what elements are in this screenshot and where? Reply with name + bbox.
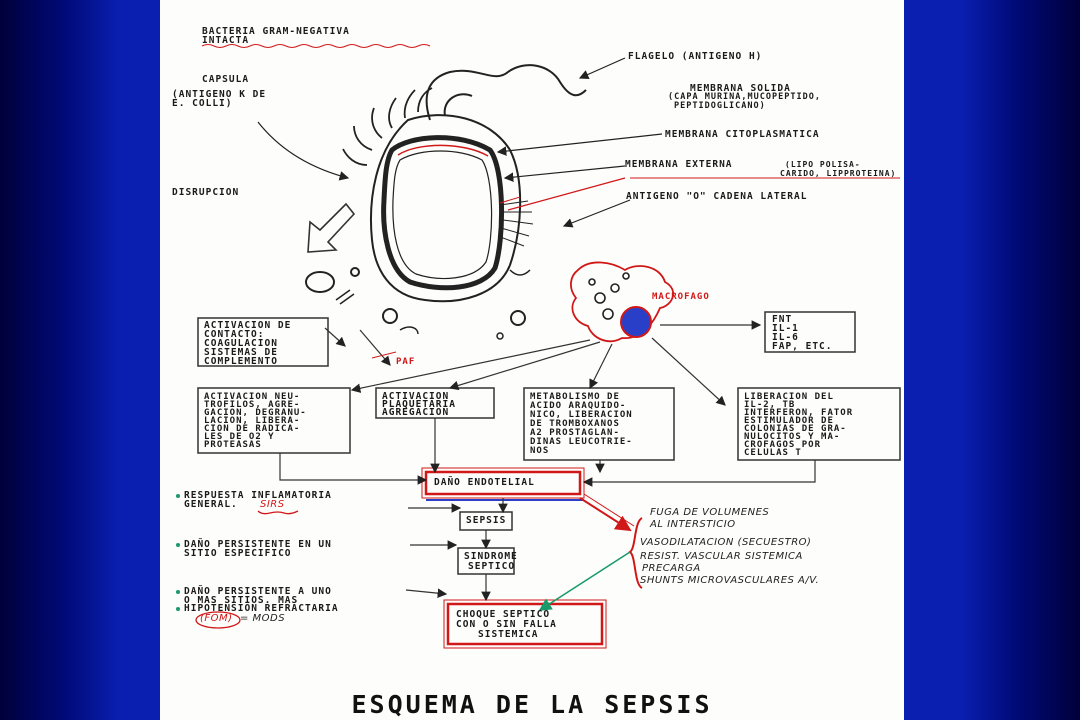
metabolismo-line1: METABOLISMO DE — [530, 392, 620, 402]
neutrofilos-line1: ACTIVACION NEU- — [204, 392, 301, 402]
bullet-dot — [176, 543, 180, 547]
citoquinas-line4: FAP, ETC. — [772, 341, 833, 352]
bacteria-header-line2: INTACTA — [202, 35, 250, 46]
disrupcion-label: DISRUPCION — [172, 187, 240, 198]
membrana-citoplasmatica-label: MEMBRANA CITOPLASMATICA — [665, 129, 820, 140]
macrophage-illustration — [570, 261, 675, 343]
neutrofilos-line2: TROFILOS, AGRE- — [204, 400, 301, 410]
liberacion-line7: CROFAGOS POR — [744, 440, 822, 450]
macrofago-label: MACROFAGO — [652, 292, 710, 302]
label-pointers — [257, 57, 900, 228]
neutrofilos-line7: PROTEASAS — [204, 440, 262, 450]
diagram-title: ESQUEMA DE LA SEPSIS — [351, 690, 713, 719]
paf-label: PAF — [396, 357, 416, 367]
metabolismo-line2: ACIDO ARAQUIDO- — [530, 401, 627, 411]
contacto-line2: CONTACTO: — [204, 329, 265, 340]
respuesta-line1: RESPUESTA INFLAMATORIA — [184, 490, 332, 501]
sirs-label: SIRS — [260, 499, 285, 510]
diagram-drawing — [195, 44, 901, 649]
metabolismo-line7: NOS — [530, 446, 550, 456]
right-note-3: VASODILATACION (SECUESTRO) — [640, 537, 812, 548]
capsula-antigen-line2: E. COLLI) — [172, 98, 233, 109]
right-note-5: PRECARGA — [642, 563, 701, 574]
right-note-6: SHUNTS MICROVASCULARES A/V. — [640, 575, 820, 586]
capsula-antigen-line1: (ANTIGENO K DE — [172, 89, 267, 100]
mods-label: = MODS — [240, 613, 286, 624]
membrana-externa-label: MEMBRANA EXTERNA — [625, 159, 733, 170]
hipotension-line: HIPOTENSION REFRACTARIA — [184, 603, 339, 614]
contacto-line4: SISTEMAS DE — [204, 347, 278, 358]
dano-multi-line2: O MAS SITIOS. MAS — [184, 595, 299, 606]
capsula-label: CAPSULA — [202, 74, 250, 85]
box-outlines — [197, 311, 901, 575]
choque-line1: CHOQUE SEPTICO — [456, 609, 551, 620]
flow-arrows — [279, 320, 816, 602]
sindrome-line2: SEPTICO — [468, 561, 516, 572]
membrana-solida-detail-line1: (CAPA MURINA,MUCOPEPTIDO, — [668, 92, 821, 102]
liberacion-line8: CELULAS T — [744, 448, 802, 458]
right-note-4: RESIST. VASCULAR SISTEMICA — [640, 551, 803, 562]
citoquinas-line2: IL-1 — [772, 323, 799, 334]
membrana-externa-detail-line2: CARIDO, LIPPROTEINA) — [780, 169, 897, 178]
liberacion-line2: IL-2, TB — [744, 400, 796, 410]
sindrome-line1: SINDROME — [464, 551, 518, 562]
liberacion-line3: INTERFERON, FATOR — [744, 408, 854, 418]
metabolismo-line4: DE TROMBOXANOS — [530, 419, 620, 429]
liberacion-line5: COLONIAS DE GRA- — [744, 424, 847, 434]
contacto-line5: COMPLEMENTO — [204, 356, 278, 367]
fom-label: (FOM) — [200, 613, 233, 624]
metabolismo-line6: DINAS LEUCOTRIE- — [530, 437, 633, 447]
dano-sitio-line1: DAÑO PERSISTENTE EN UN — [184, 539, 332, 550]
choque-line2: CON O SIN FALLA — [456, 619, 557, 630]
right-note-1: FUGA DE VOLUMENES — [650, 507, 770, 518]
diagram-sheet: BACTERIA GRAM-NEGATIVA INTACTA CAPSULA (… — [160, 0, 904, 720]
membrana-externa-detail-line1: (LIPO POLISA- — [785, 160, 861, 169]
membrana-solida-detail-line2: PEPTIDOGLICANO) — [674, 101, 766, 111]
neutrofilos-line5: CION DE RADICA- — [204, 424, 301, 434]
respuesta-line2: GENERAL. — [184, 499, 238, 510]
liberacion-line6: NULOCITOS Y MA- — [744, 432, 841, 442]
citoquinas-line3: IL-6 — [772, 332, 799, 343]
choque-line3: SISTEMICA — [478, 629, 539, 640]
membrana-solida-label: MEMBRANA SOLIDA — [690, 83, 791, 94]
dano-sitio-line2: SITIO ESPECIFICO — [184, 548, 292, 559]
flagelo-label: FLAGELO (ANTIGENO H) — [628, 51, 763, 62]
contacto-line1: ACTIVACION DE — [204, 320, 292, 331]
citoquinas-line1: FNT — [772, 314, 793, 325]
neutrofilos-line4: LACION, LIBERA- — [204, 416, 301, 426]
antigeno-o-label: ANTIGENO "O" CADENA LATERAL — [626, 191, 808, 202]
dano-multi-line1: DAÑO PERSISTENTE A UNO — [184, 586, 332, 597]
plaquetaria-line1: ACTIVACION — [382, 391, 450, 402]
liberacion-line4: ESTIMULADOR DE — [744, 416, 834, 426]
right-note-2: AL INTERSTICIO — [650, 519, 736, 530]
bullet-dot — [176, 607, 180, 611]
plaquetaria-line3: AGREGACION — [382, 407, 450, 418]
neutrofilos-line6: LES DE O2 Y — [204, 432, 275, 442]
bullet-dot — [176, 494, 180, 498]
bacteria-illustration — [305, 64, 587, 340]
neutrofilos-line3: GACION, DEGRANU- — [204, 408, 307, 418]
metabolismo-line5: A2 PROSTAGLAN- — [530, 428, 620, 438]
liberacion-line1: LIBERACION DEL — [744, 392, 834, 402]
dano-endotelial-box: DAÑO ENDOTELIAL — [434, 477, 535, 488]
bullet-dot — [176, 590, 180, 594]
sepsis-box: SEPSIS — [466, 515, 507, 526]
plaquetaria-line2: PLAQUETARIA — [382, 399, 456, 410]
metabolismo-line3: NICO, LIBERACION — [530, 410, 633, 420]
contacto-line3: COAGULACION — [204, 338, 278, 349]
bacteria-header-line1: BACTERIA GRAM-NEGATIVA — [202, 26, 350, 37]
